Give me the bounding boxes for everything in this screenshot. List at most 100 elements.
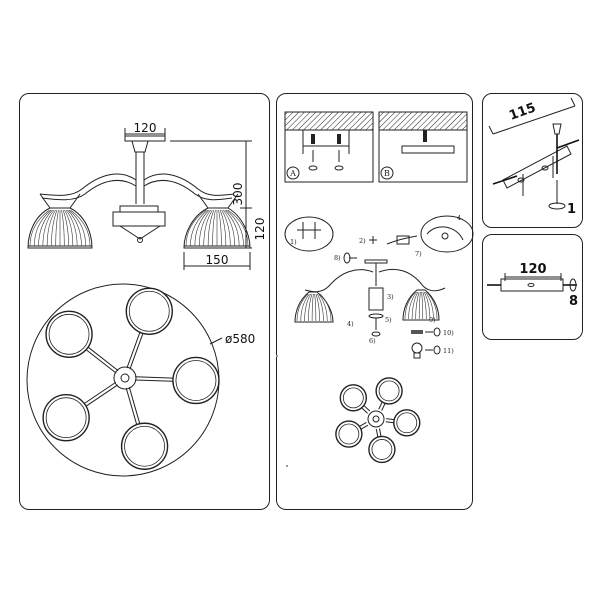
step-b-label: B xyxy=(384,169,390,178)
callout-3: 3) xyxy=(387,293,394,301)
crossbar-drawing: 120 8 xyxy=(487,262,578,309)
plan-arm xyxy=(134,379,173,382)
shade-rib xyxy=(42,209,55,247)
detail-bubble-right xyxy=(420,215,474,253)
bulb-icon xyxy=(411,342,423,354)
dim-shade-height: 120 xyxy=(253,218,267,241)
shade-rib xyxy=(304,293,311,322)
callout-1: 1) xyxy=(290,238,297,246)
mini-plan-hub xyxy=(367,410,385,428)
plan-shade xyxy=(42,394,90,442)
callout-2b: 4 xyxy=(457,214,461,222)
step-a-marker xyxy=(286,166,300,180)
shade-rib xyxy=(425,291,434,320)
plan-shade xyxy=(172,356,220,405)
plan-arm xyxy=(360,424,369,430)
shade-rib xyxy=(190,209,208,247)
step-b-plate-mount: B xyxy=(378,111,468,183)
plan-arm xyxy=(84,381,117,404)
shade-rib xyxy=(29,209,50,247)
callout-5: 5) xyxy=(385,316,392,324)
shade-rib xyxy=(415,291,420,320)
dim-top-width: 120 xyxy=(134,121,157,135)
shade-rib xyxy=(226,209,244,247)
plan-shade-inner xyxy=(175,360,217,401)
plan-shade-inner xyxy=(124,425,165,467)
plan-center-hub xyxy=(113,366,137,390)
shade-rib xyxy=(404,291,416,320)
callout-10: 10) xyxy=(443,329,454,337)
shade-rib xyxy=(194,209,210,247)
plan-arm xyxy=(87,346,119,371)
shade-rib xyxy=(421,291,424,320)
shade-rib xyxy=(70,209,91,247)
shade-rib xyxy=(212,209,216,247)
dim-total-height: 300 xyxy=(231,183,245,206)
left-arm xyxy=(39,173,137,196)
scan-dot xyxy=(286,465,288,467)
shade-rib xyxy=(422,291,427,320)
right-arm xyxy=(143,173,235,196)
mini-shade-inner xyxy=(371,439,393,460)
shade-rib xyxy=(296,293,309,322)
plan-arm xyxy=(375,429,379,438)
mini-shade xyxy=(368,435,396,464)
plan-shade xyxy=(125,287,173,335)
plan-arm xyxy=(359,422,367,427)
plan-arm xyxy=(125,387,138,425)
plan-arm xyxy=(378,428,382,437)
shade-rib xyxy=(317,293,324,322)
crossbar xyxy=(500,278,564,292)
plan-arm xyxy=(381,403,386,411)
shade-rib xyxy=(55,209,59,247)
shade-rib xyxy=(67,209,82,247)
step-b-marker xyxy=(380,166,394,180)
plate-panel: 115 1 xyxy=(482,93,583,228)
plan-shade xyxy=(120,422,169,470)
shade-rib xyxy=(423,291,431,320)
shade-rib xyxy=(314,293,317,322)
mounting-bar xyxy=(502,145,572,189)
shade-rib xyxy=(61,209,65,247)
shade-rib xyxy=(408,291,417,320)
mini-shade xyxy=(393,409,421,437)
shade-rib xyxy=(68,209,87,247)
plate-drawing: 115 1 xyxy=(488,97,580,217)
shade-rib xyxy=(311,293,314,322)
assembly-panel: A B 1) 4 2) xyxy=(276,93,474,510)
dim-diameter: ø580 xyxy=(225,332,255,346)
shade-rib xyxy=(308,293,313,322)
mini-shade-inner xyxy=(378,380,400,402)
mini-shade-inner xyxy=(396,412,418,434)
callout-11: 11) xyxy=(443,347,454,355)
plan-shade-inner xyxy=(48,313,90,355)
mini-shade-inner xyxy=(338,423,360,445)
plan-shade-inner xyxy=(128,290,170,332)
plan-shade xyxy=(45,310,93,358)
central-body xyxy=(112,211,166,227)
step-a-ceiling-drill: A xyxy=(284,111,374,183)
shade-rib xyxy=(198,209,212,247)
callout-8: 8) xyxy=(334,254,341,262)
mini-shade xyxy=(375,377,403,405)
shade-rib xyxy=(411,291,419,320)
shade-rib xyxy=(315,293,320,322)
dim-crossbar: 120 xyxy=(519,262,546,277)
assembly-drawing: A B 1) 4 2) xyxy=(284,111,474,464)
qty-screws-bar: 8 xyxy=(569,294,578,309)
callout-7: 7) xyxy=(415,250,422,258)
callout-6: 6) xyxy=(369,337,376,345)
shade-rib xyxy=(426,291,438,320)
shade-rib xyxy=(224,209,240,247)
plan-shade-inner xyxy=(45,397,87,439)
ceiling-plate xyxy=(124,135,166,142)
plan-arm xyxy=(385,421,394,424)
shade-rib xyxy=(207,209,215,247)
shade-rib xyxy=(33,209,52,247)
shade-rib xyxy=(62,209,69,247)
shade-rib xyxy=(51,209,58,247)
callout-9: 9) xyxy=(429,316,436,324)
callout-2: 2) xyxy=(359,237,366,245)
step-a-label: A xyxy=(289,169,296,178)
plan-arm xyxy=(135,376,174,379)
